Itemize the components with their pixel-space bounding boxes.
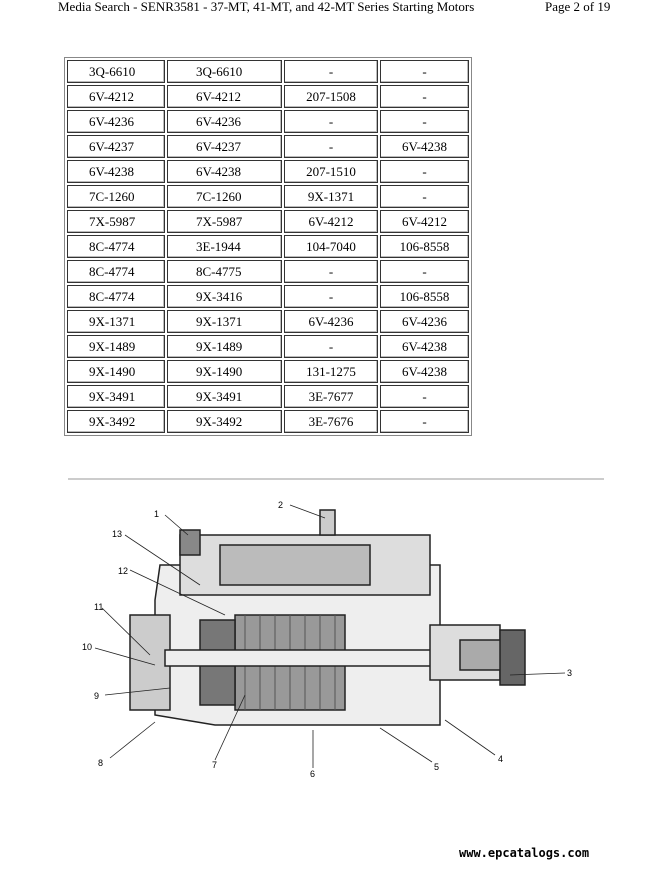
page-header: Media Search - SENR3581 - 37-MT, 41-MT, … (0, 0, 670, 14)
table-cell: 8C-4774 (67, 260, 165, 283)
table-cell: 6V-4236 (167, 110, 282, 133)
footer-url[interactable]: www.epcatalogs.com (459, 846, 590, 860)
table-cell: 9X-3492 (67, 410, 165, 433)
table-cell: 3E-7676 (284, 410, 378, 433)
table-cell: 9X-1489 (167, 335, 282, 358)
callout-9: 9 (94, 691, 99, 701)
table-cell: 207-1510 (284, 160, 378, 183)
table-cell: 6V-4237 (67, 135, 165, 158)
table-cell: 9X-1490 (67, 360, 165, 383)
table-cell: 9X-3416 (167, 285, 282, 308)
callout-13: 13 (112, 529, 122, 539)
table-cell: - (284, 110, 378, 133)
table-cell: 3E-1944 (167, 235, 282, 258)
table-cell: 9X-1371 (167, 310, 282, 333)
callout-2: 2 (278, 500, 283, 510)
divider (68, 478, 604, 480)
table-cell: 6V-4212 (167, 85, 282, 108)
table-cell: - (284, 285, 378, 308)
callout-1: 1 (154, 509, 159, 519)
table-cell: 6V-4238 (380, 335, 469, 358)
callout-3: 3 (567, 668, 572, 678)
table-cell: 9X-1371 (284, 185, 378, 208)
table-cell: 6V-4237 (167, 135, 282, 158)
table-cell: 6V-4212 (67, 85, 165, 108)
table-cell: 3Q-6610 (167, 60, 282, 83)
page-number: Page 2 of 19 (545, 0, 611, 14)
table-cell: - (284, 135, 378, 158)
table-cell: 9X-3491 (167, 385, 282, 408)
table-cell: 6V-4238 (167, 160, 282, 183)
table-cell: - (284, 60, 378, 83)
table-cell: 7C-1260 (67, 185, 165, 208)
callout-5: 5 (434, 762, 439, 772)
table-cell: - (380, 260, 469, 283)
table-cell: - (380, 160, 469, 183)
table-cell: 6V-4238 (67, 160, 165, 183)
document-title: Media Search - SENR3581 - 37-MT, 41-MT, … (58, 0, 475, 14)
table-cell: 9X-1371 (67, 310, 165, 333)
table-cell: 7X-5987 (167, 210, 282, 233)
table-cell: 8C-4774 (67, 235, 165, 258)
callout-10: 10 (82, 642, 92, 652)
table-cell: 6V-4238 (380, 360, 469, 383)
table-cell: 207-1508 (284, 85, 378, 108)
table-cell: 6V-4236 (67, 110, 165, 133)
callout-8: 8 (98, 758, 103, 768)
table-cell: 3E-7677 (284, 385, 378, 408)
table-cell: 9X-3492 (167, 410, 282, 433)
table-cell: 6V-4236 (284, 310, 378, 333)
table-cell: 8C-4774 (67, 285, 165, 308)
table-cell: 6V-4212 (284, 210, 378, 233)
table-cell: 6V-4236 (380, 310, 469, 333)
starter-motor-cutaway-diagram: 1 2 3 4 5 6 7 8 9 10 11 12 13 (82, 500, 572, 779)
table-cell: 106-8558 (380, 235, 469, 258)
table-cell: - (380, 410, 469, 433)
callout-12: 12 (118, 566, 128, 576)
table-cell: 9X-3491 (67, 385, 165, 408)
table-cell: - (380, 385, 469, 408)
callout-11: 11 (94, 602, 103, 612)
table-cell: - (380, 110, 469, 133)
table-cell: 8C-4775 (167, 260, 282, 283)
callout-7: 7 (212, 760, 217, 770)
table-cell: 9X-1489 (67, 335, 165, 358)
table-cell: 7C-1260 (167, 185, 282, 208)
table-cell: - (284, 260, 378, 283)
table-cell: - (380, 85, 469, 108)
table-cell: 6V-4212 (380, 210, 469, 233)
table-cell: - (380, 185, 469, 208)
callout-6: 6 (310, 769, 315, 779)
table-cell: 7X-5987 (67, 210, 165, 233)
table-cell: - (284, 335, 378, 358)
table-cell: 106-8558 (380, 285, 469, 308)
table-cell: 6V-4238 (380, 135, 469, 158)
table-cell: 3Q-6610 (67, 60, 165, 83)
table-cell: 104-7040 (284, 235, 378, 258)
table-cell: - (380, 60, 469, 83)
callout-4: 4 (498, 754, 503, 764)
table-cell: 131-1275 (284, 360, 378, 383)
table-cell: 9X-1490 (167, 360, 282, 383)
